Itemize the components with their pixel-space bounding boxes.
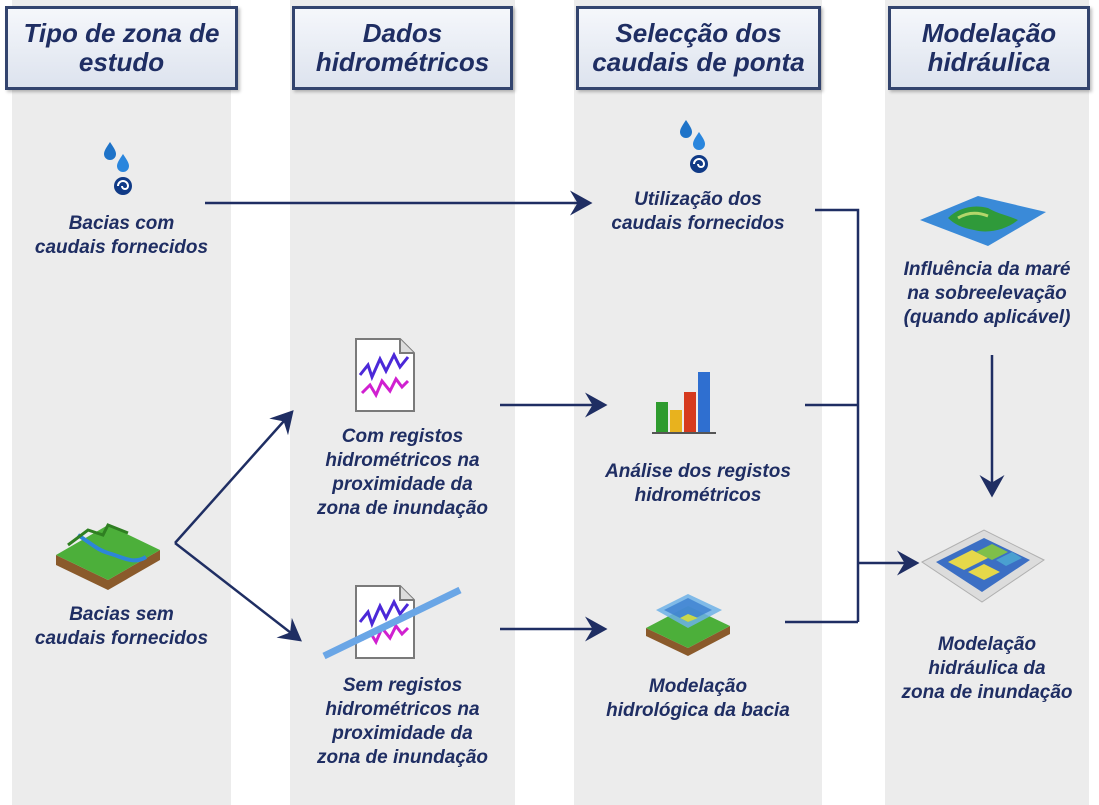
label-bacias-com-caudais: Bacias com caudais fornecidos [34,213,209,258]
hydrologic-model-icon [646,594,730,656]
label-analise-registos: Análise dos registos hidrométricos [605,461,791,506]
header-tipo-zona-text: Tipo de zona de estudo [23,18,220,77]
header-dados-text: Dados hidrométricos [315,18,490,77]
water-drops-icon [680,120,708,173]
label-utilizacao-caudais: Utilização dos caudais fornecidos [611,189,785,234]
label-com-registos: Com registos hidrométricos na proximidad… [316,426,489,519]
header-dados-hidrometricos: Dados hidrométricos [292,6,513,90]
label-modelacao-hidraulica: Modelação hidráulica da zona de inundaçã… [901,634,1073,703]
label-sem-registos: Sem registos hidrométricos na proximidad… [316,675,489,768]
hydrograph-crossed-icon [322,585,462,660]
label-bacias-sem-caudais: Bacias sem caudais fornecidos [34,604,209,649]
flood-grid-icon [921,529,1045,603]
header-seleccao-text: Selecção dos caudais de ponta [592,18,805,77]
arrow-bacias-sem-to-com-registos [174,410,294,544]
arrow-bacias-sem-to-sem-registos [174,542,302,642]
header-modelacao-hidraulica: Modelação hidráulica [888,6,1090,90]
hydrograph-document-icon [355,338,415,412]
column-tipo-zona [12,0,231,805]
water-drops-icon [104,142,132,195]
header-tipo-zona: Tipo de zona de estudo [5,6,238,90]
label-modelacao-hidrologica: Modelação hidrológica da bacia [606,676,790,721]
header-seleccao-caudais: Selecção dos caudais de ponta [576,6,821,90]
tidal-map-icon [920,196,1046,246]
label-influencia-mare: Influência da maré na sobreelevação (qua… [903,259,1071,328]
header-modelacao-text: Modelação hidráulica [921,18,1057,77]
connector-utilizacao [815,208,860,622]
bar-chart-icon [652,372,716,434]
column-modelacao-hidraulica [885,0,1089,805]
terrain-river-icon [56,523,160,590]
